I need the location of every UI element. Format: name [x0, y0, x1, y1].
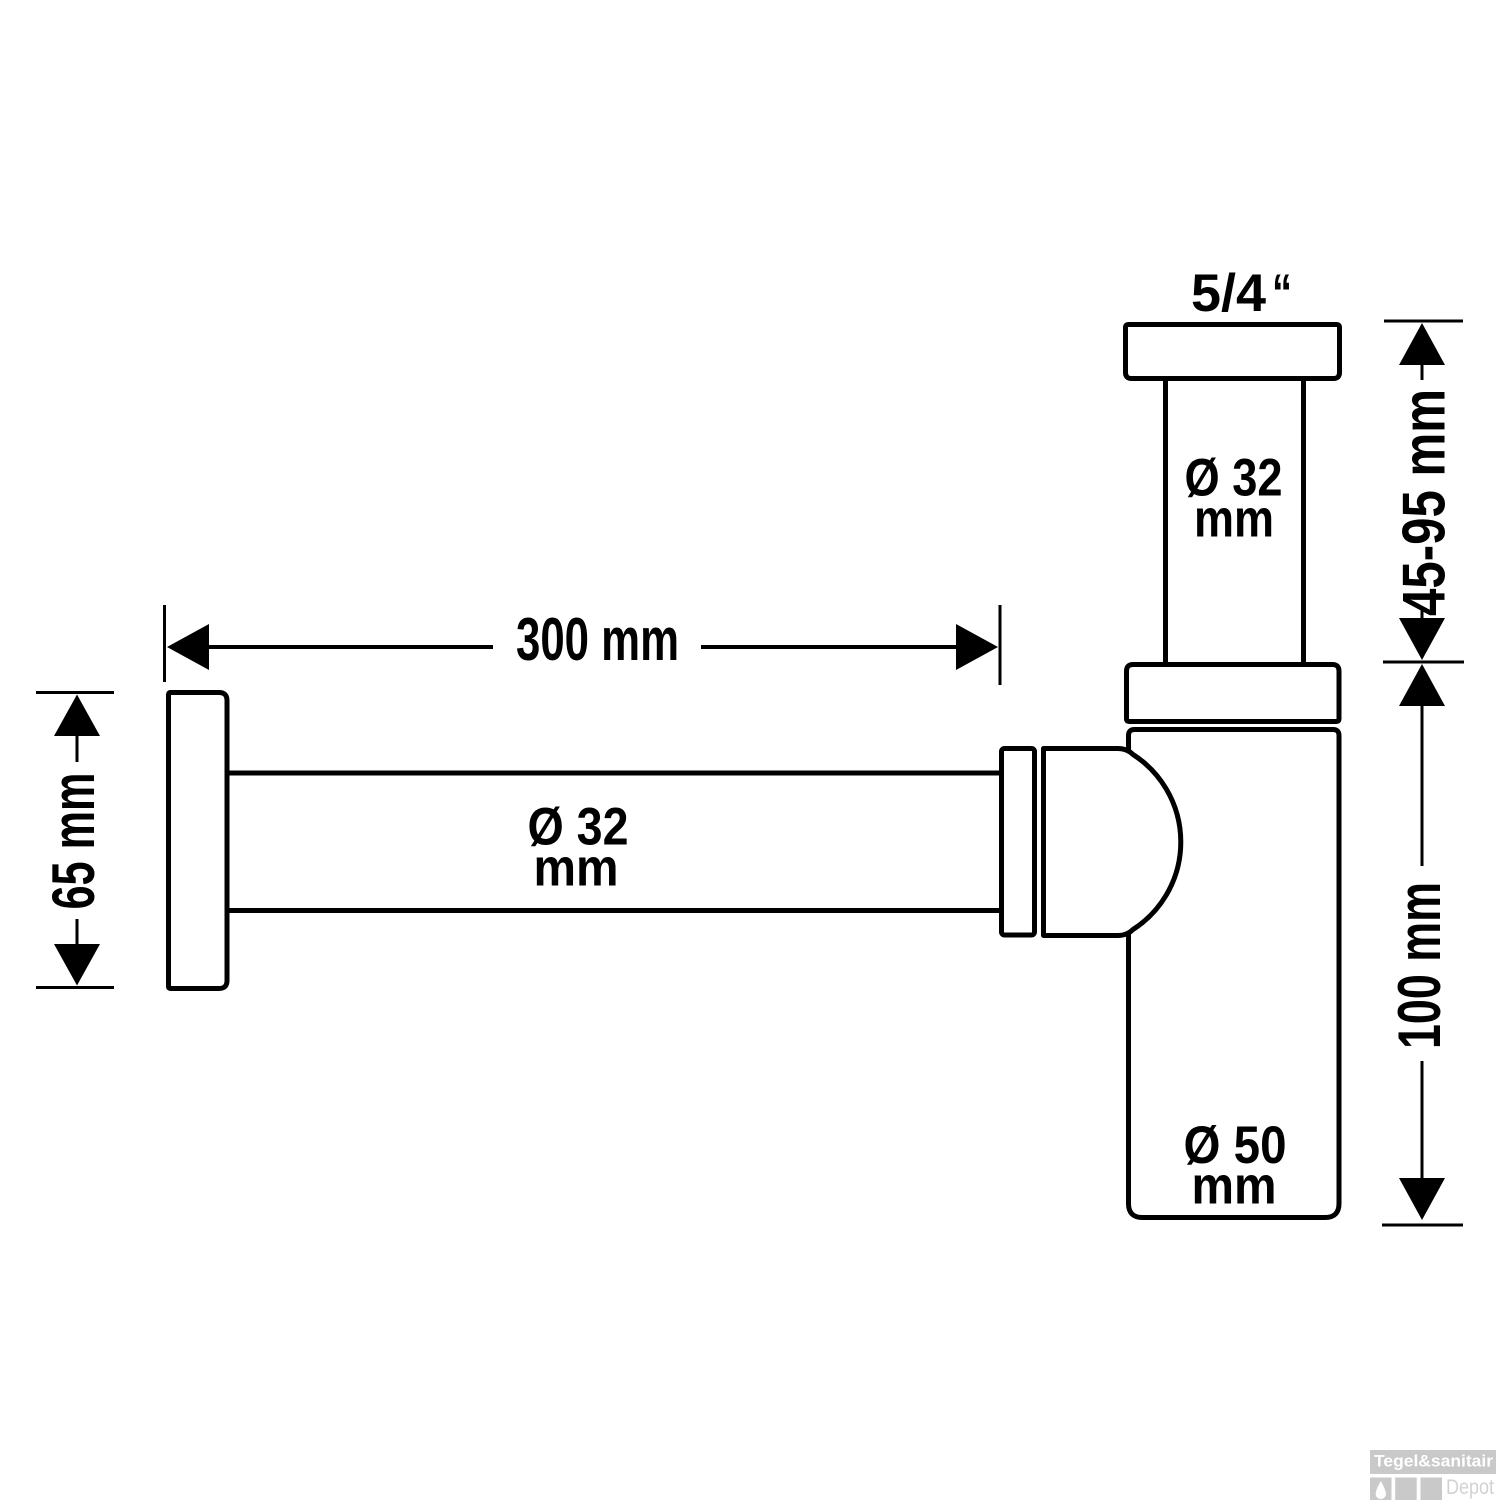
svg-text:100 mm: 100 mm: [1386, 882, 1453, 1049]
svg-text:300 mm: 300 mm: [516, 606, 679, 673]
svg-text:Depot: Depot: [1446, 1476, 1494, 1499]
svg-text:45-95 mm: 45-95 mm: [1391, 389, 1458, 616]
svg-text:65 mm: 65 mm: [40, 773, 107, 910]
svg-text:“: “: [1272, 264, 1292, 323]
svg-text:Tegel&sanitair: Tegel&sanitair: [1374, 1452, 1493, 1471]
svg-text:Ø 32: Ø 32: [1185, 449, 1283, 508]
svg-text:5/4: 5/4: [1191, 264, 1267, 323]
svg-text:Ø 32: Ø 32: [528, 798, 629, 857]
svg-text:mm: mm: [534, 839, 619, 898]
svg-text:Ø 50: Ø 50: [1184, 1116, 1287, 1175]
svg-text:mm: mm: [1192, 1157, 1277, 1216]
svg-text:mm: mm: [1194, 490, 1274, 549]
